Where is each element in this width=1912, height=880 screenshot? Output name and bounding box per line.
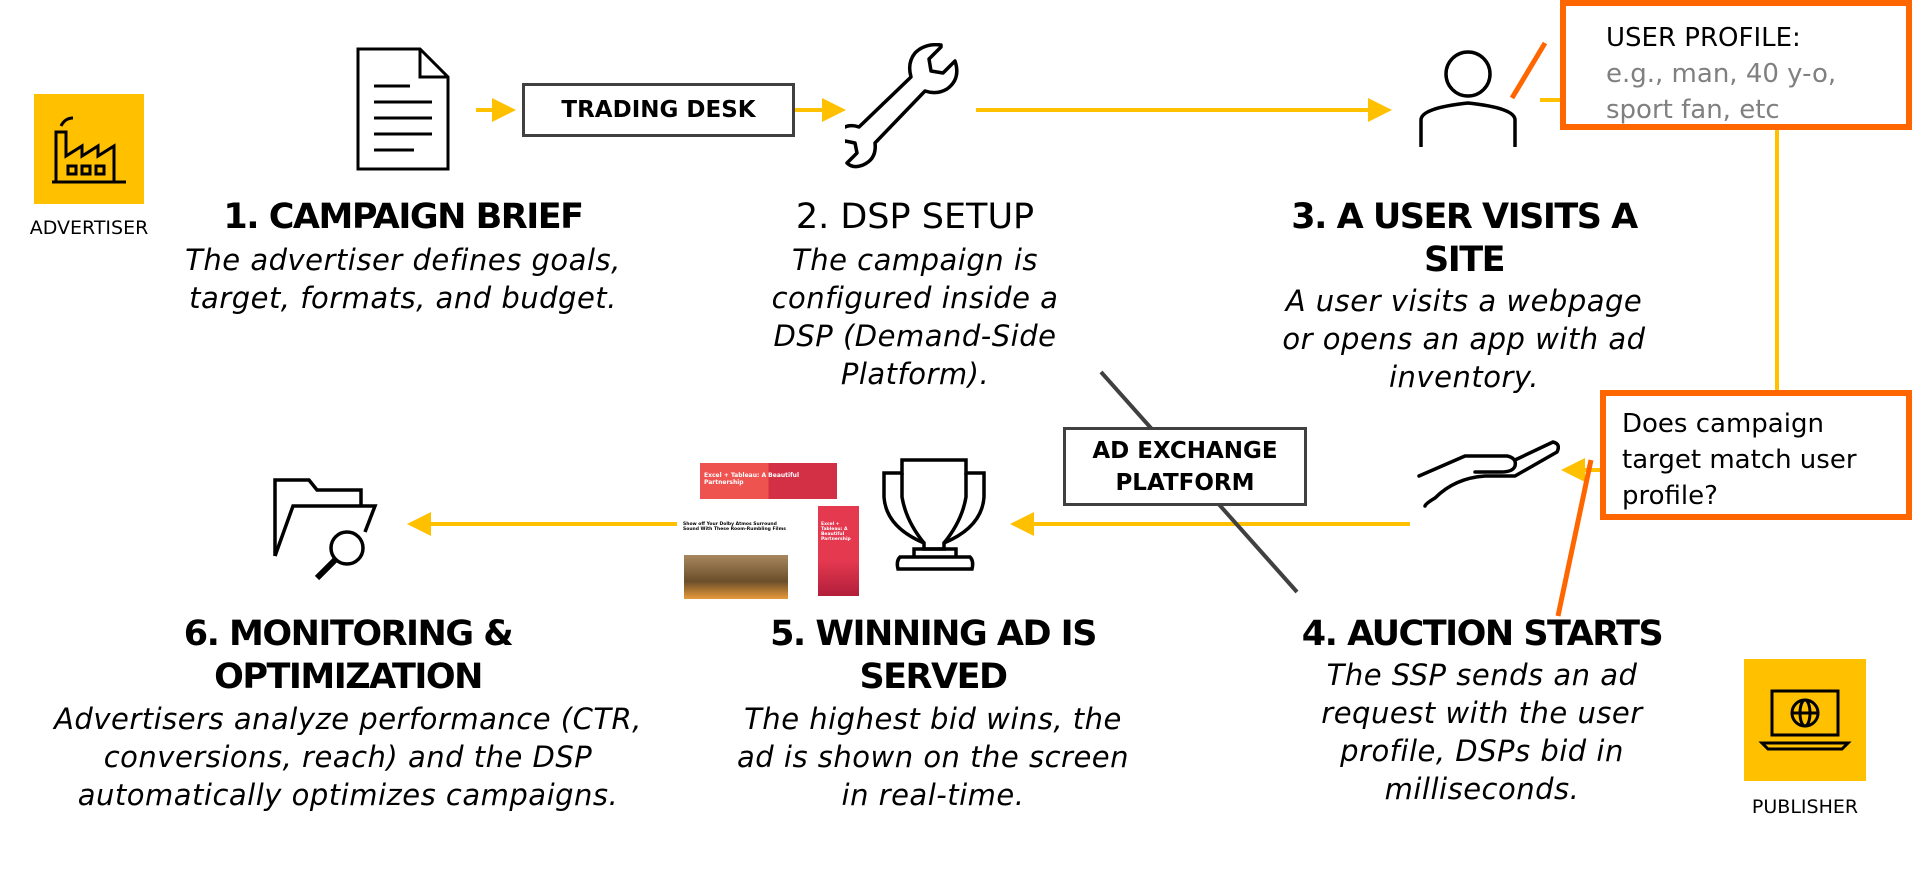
step2-title: 2. DSP SETUP	[795, 197, 1035, 237]
user-profile-box: USER PROFILE: e.g., man, 40 y-o, sport f…	[1560, 0, 1912, 130]
step4-title: 4. AUCTION STARTS	[1301, 614, 1664, 654]
advertiser-badge	[34, 94, 144, 204]
step4-desc: The SSP sends an ad request with the use…	[1321, 658, 1643, 806]
folder-search-icon	[273, 478, 378, 581]
side-ad: Excel + Tableau: A Beautiful Partnership	[818, 506, 859, 596]
ad-mockup: Excel + Tableau: A Beautiful Partnership…	[680, 463, 859, 599]
step5-desc: The highest bid wins, the ad is shown on…	[736, 702, 1130, 812]
publisher-label: PUBLISHER	[1751, 796, 1859, 818]
wrench-icon	[845, 43, 959, 169]
factory-icon	[52, 116, 126, 184]
step3-title: 3. A USER VISITS A SITE	[1291, 197, 1638, 280]
step3-desc: A user visits a webpage or opens an app …	[1282, 284, 1646, 394]
advertiser-label: ADVERTISER	[29, 217, 149, 239]
profile-slash	[1509, 41, 1548, 100]
step1-desc: The advertiser defines goals, target, fo…	[185, 243, 621, 315]
step2-desc: The campaign is configured inside a DSP …	[771, 243, 1059, 391]
user-icon	[1419, 50, 1517, 147]
step6-desc: Advertisers analyze performance (CTR, co…	[54, 702, 642, 812]
user-profile-example: e.g., man, 40 y-o, sport fan, etc	[1606, 59, 1837, 125]
laptop-globe-icon	[1758, 689, 1852, 751]
question-box: Does campaign target match user profile?	[1600, 390, 1912, 520]
question-text: Does campaign target match user profile?	[1622, 409, 1857, 511]
trophy-icon	[882, 458, 986, 571]
trading-desk-label: TRADING DESK	[522, 83, 795, 137]
publisher-badge	[1744, 659, 1866, 781]
ad-exchange-label: AD EXCHANGE PLATFORM	[1063, 427, 1307, 506]
step6-title: 6. MONITORING & OPTIMIZATION	[183, 614, 514, 697]
user-profile-heading: USER PROFILE:	[1606, 23, 1801, 53]
step1-title: 1. CAMPAIGN BRIEF	[223, 197, 584, 237]
article-preview: Show off Your Dolby Atmos Surround Sound…	[680, 506, 792, 599]
document-icon	[356, 47, 450, 171]
hand-icon	[1417, 440, 1560, 508]
banner-ad: Excel + Tableau: A Beautiful Partnership	[700, 463, 837, 499]
article-image	[684, 555, 788, 599]
question-slash	[1555, 459, 1594, 617]
article-title: Show off Your Dolby Atmos Surround Sound…	[683, 522, 786, 532]
step5-title: 5. WINNING AD IS SERVED	[770, 614, 1097, 697]
